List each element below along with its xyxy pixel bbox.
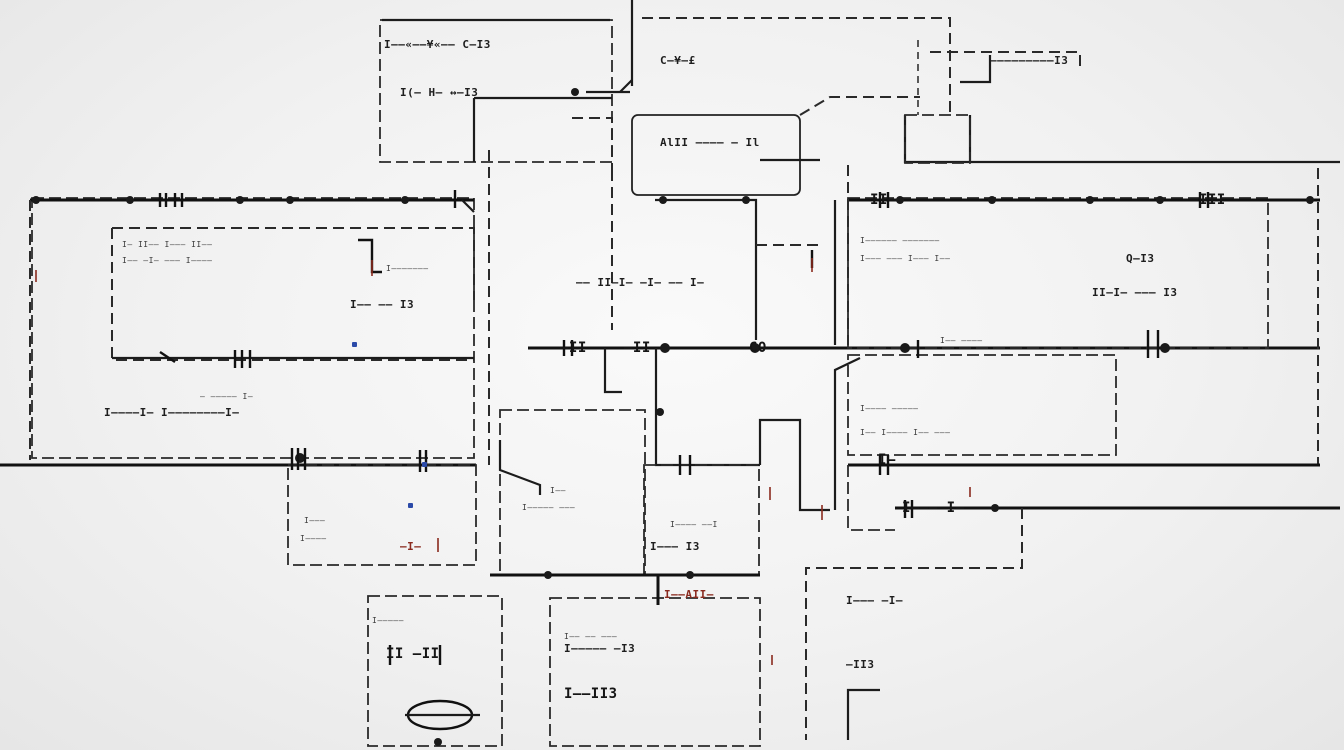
bottom-center-box-b: I————— —I3 xyxy=(564,642,636,655)
right-bottom-label-a: I——— —I— xyxy=(846,594,903,607)
mid-tap-b xyxy=(654,348,760,467)
center-top-link xyxy=(799,96,920,116)
center-top-box-label: AlII ———— — Il xyxy=(660,136,760,149)
top-box-title: I——«——¥«—— C—I3 xyxy=(384,38,491,51)
red-markers xyxy=(35,258,971,665)
right-mid-label: I—— ———— xyxy=(940,336,983,345)
right-main-block xyxy=(847,197,1269,349)
left-main-block xyxy=(31,197,475,459)
top-feed-bend xyxy=(619,79,633,93)
center-lower-body: I————— ——— xyxy=(522,503,576,512)
center-node-b: —II xyxy=(624,340,651,356)
component-symbols xyxy=(158,190,1210,665)
right-bottom-dashed-loop xyxy=(805,508,1023,740)
top-far-right-lead xyxy=(960,55,992,84)
top-right-dashed-bus xyxy=(642,17,951,115)
right-top-label-a: II— xyxy=(870,192,897,208)
top-box-row: I(— H— ↔—I3 xyxy=(400,86,479,99)
top-far-right-label: —————————I3 xyxy=(990,54,1069,67)
center-lower-block xyxy=(499,409,646,576)
left-lower-title: — ————— I— xyxy=(200,392,254,401)
far-right-top-cell xyxy=(904,114,971,164)
center-lower-lead xyxy=(498,440,542,495)
center-top-box xyxy=(631,114,801,196)
right-component-b: II—I— ——— I3 xyxy=(1092,286,1178,299)
left-component-b: I—— —— I3 xyxy=(350,298,415,311)
right-bottom-hook xyxy=(846,688,880,740)
center-lower-box-label: I——— I3 xyxy=(650,540,700,553)
right-top-label-b: —III xyxy=(1190,192,1226,208)
bottom-left-box-title: I————— xyxy=(372,616,404,625)
left-component-a: I——————— xyxy=(386,264,429,273)
blue-marker xyxy=(408,503,413,508)
left-inner-top xyxy=(112,227,475,300)
right-block-heading: I—————— ——————— xyxy=(860,236,940,245)
right-lower-heading: I———— ————— xyxy=(860,404,919,413)
top-right-code: C—¥—£ xyxy=(660,54,696,67)
center-loop-right xyxy=(758,418,830,512)
left-block-heading: I— II—— I——— II—— xyxy=(122,240,213,249)
center-row-label: —— II—I— —I— —— I— xyxy=(576,276,705,289)
top-far-right-bus xyxy=(930,51,1081,70)
center-node-c: —CO xyxy=(740,340,767,356)
center-lower-row: I———— ——I xyxy=(670,520,718,529)
right-bottom-label-b: —II3 xyxy=(846,658,875,671)
mid-drop-a xyxy=(572,117,613,170)
blue-marker xyxy=(352,342,357,347)
bottom-left-box-row: II —II xyxy=(386,646,440,662)
center-node-a: —II xyxy=(560,340,587,356)
left-block-subheading: I—— —I— ——— I———— xyxy=(122,256,213,265)
mid-top-loop xyxy=(655,198,758,340)
left-inner-block xyxy=(111,228,474,361)
right-lower-row: I—— I———— I—— ——— xyxy=(860,428,951,437)
bottom-center-block xyxy=(549,597,761,747)
right-node-label: I— xyxy=(878,452,896,468)
junction-nodes xyxy=(32,88,1314,746)
center-lower-heading: I—— xyxy=(550,486,566,495)
mid-tap-a xyxy=(603,348,622,394)
right-bottom-corner xyxy=(847,465,895,531)
left-bottom-red-label: —I— xyxy=(400,540,422,553)
right-lower-lead xyxy=(833,357,861,510)
left-top-rail-bend xyxy=(461,199,475,213)
right-component-a: Q—I3 xyxy=(1126,252,1155,265)
right-block-subheading: I——— ——— I——— I—— xyxy=(860,254,951,263)
left-bottom-body: I———— xyxy=(300,534,327,543)
bottom-center-box-a: I—— —— ——— xyxy=(564,632,618,641)
center-bottom-red-label: I——AII— xyxy=(664,588,714,601)
bottom-left-block xyxy=(367,595,503,747)
blue-marker xyxy=(422,462,427,467)
left-lower-row: I————I— I————————I— xyxy=(104,406,240,419)
bottom-center-box-c: I——II3 xyxy=(564,686,618,702)
left-lower-small-block xyxy=(287,464,477,566)
right-bottom-node-a: I——— I— xyxy=(902,500,965,516)
left-bottom-title: I——— xyxy=(304,516,326,525)
right-lower-block xyxy=(847,354,1117,456)
